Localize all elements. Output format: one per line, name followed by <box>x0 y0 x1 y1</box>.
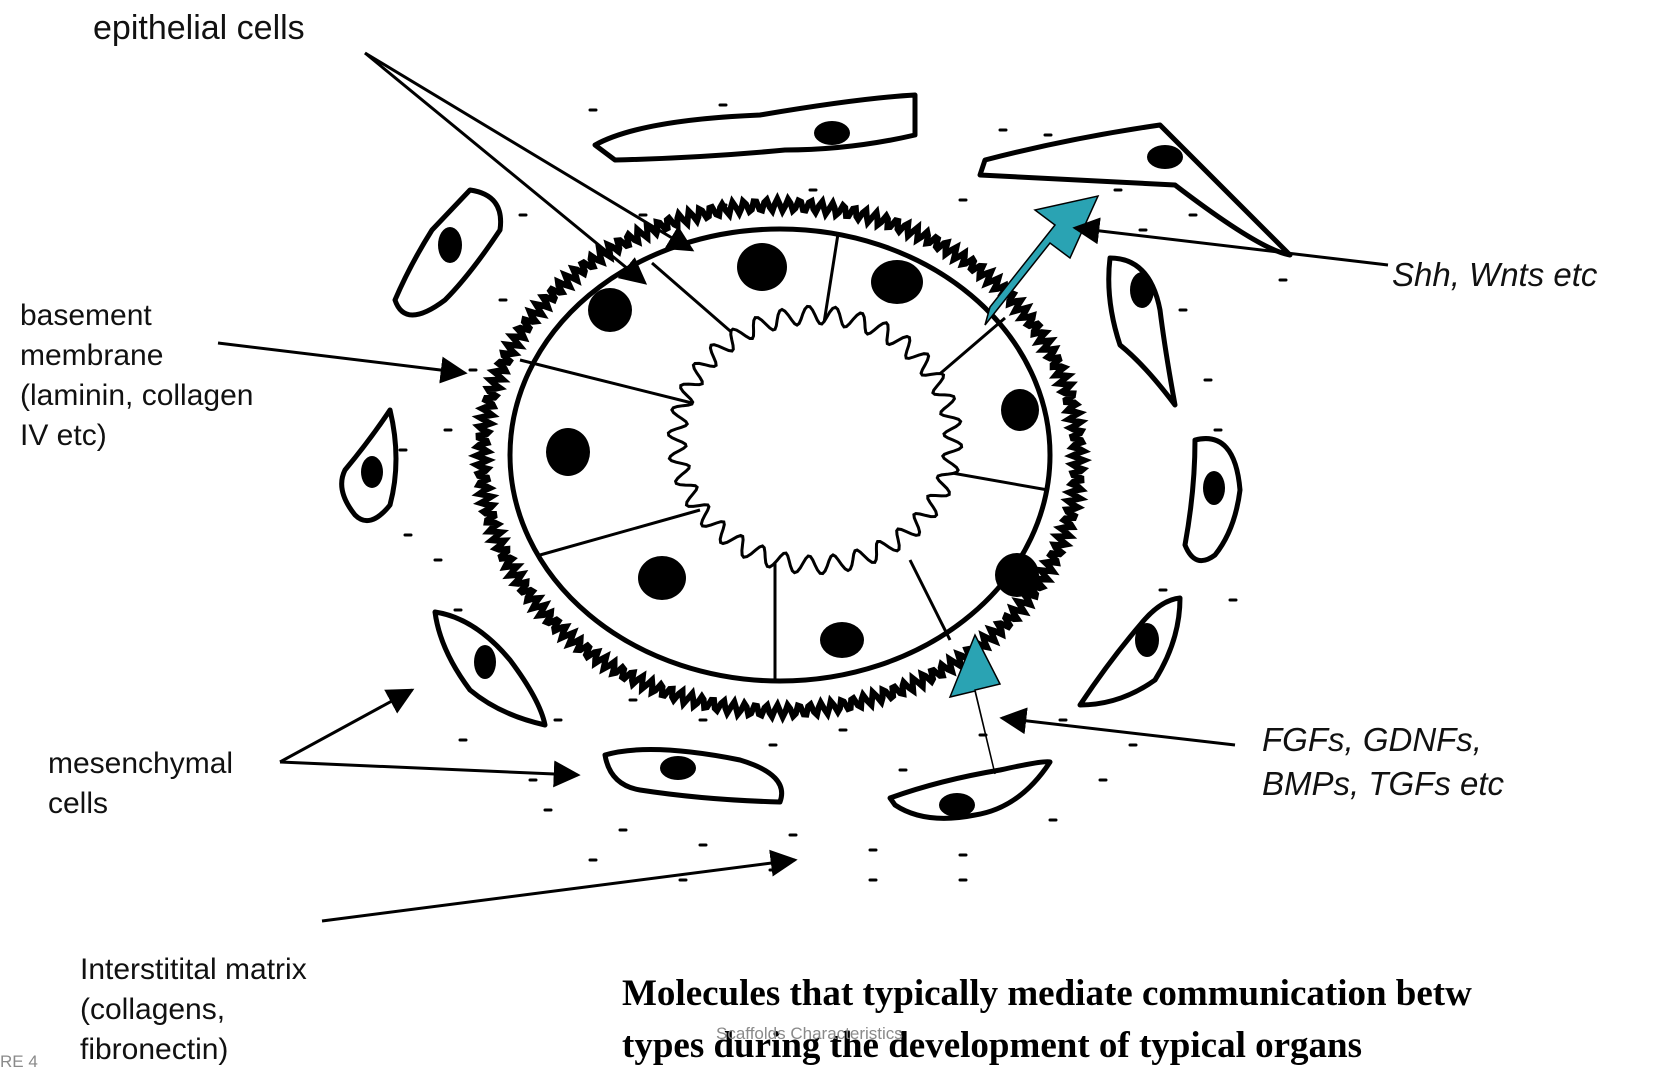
footer-slide-title: Scaffolds Characteristics <box>716 1024 903 1044</box>
epithelial-to-mesenchymal-signal-arrow <box>985 196 1098 325</box>
label-line: IV etc) <box>20 416 253 456</box>
label-line: FGFs, GDNFs, <box>1262 718 1504 762</box>
mesenchymal-cell <box>1080 598 1180 705</box>
caption-line: Molecules that typically mediate communi… <box>622 968 1472 1020</box>
label-line: cells <box>48 784 233 824</box>
label-interstitial-matrix: Interstitital matrix (collagens, fibrone… <box>80 950 307 1070</box>
label-shh-wnts: Shh, Wnts etc <box>1392 253 1597 297</box>
footer-figure-number: RE 4 <box>0 1052 38 1072</box>
label-line: (laminin, collagen <box>20 376 253 416</box>
label-fgfs-bmps: FGFs, GDNFs, BMPs, TGFs etc <box>1262 718 1504 806</box>
label-mesenchymal-cells: mesenchymal cells <box>48 744 233 824</box>
label-line: Interstitital matrix <box>80 950 307 990</box>
label-line: (collagens, <box>80 990 307 1030</box>
label-line: mesenchymal <box>48 744 233 784</box>
label-epithelial-cells: epithelial cells <box>93 8 305 48</box>
label-line: basement <box>20 296 253 336</box>
label-line: fibronectin) <box>80 1030 307 1070</box>
label-line: membrane <box>20 336 253 376</box>
mesenchymal-cell <box>605 750 782 802</box>
label-line: BMPs, TGFs etc <box>1262 762 1504 806</box>
slide-caption: Molecules that typically mediate communi… <box>622 968 1472 1072</box>
label-basement-membrane: basement membrane (laminin, collagen IV … <box>20 296 253 456</box>
mesenchymal-cell <box>595 95 915 160</box>
